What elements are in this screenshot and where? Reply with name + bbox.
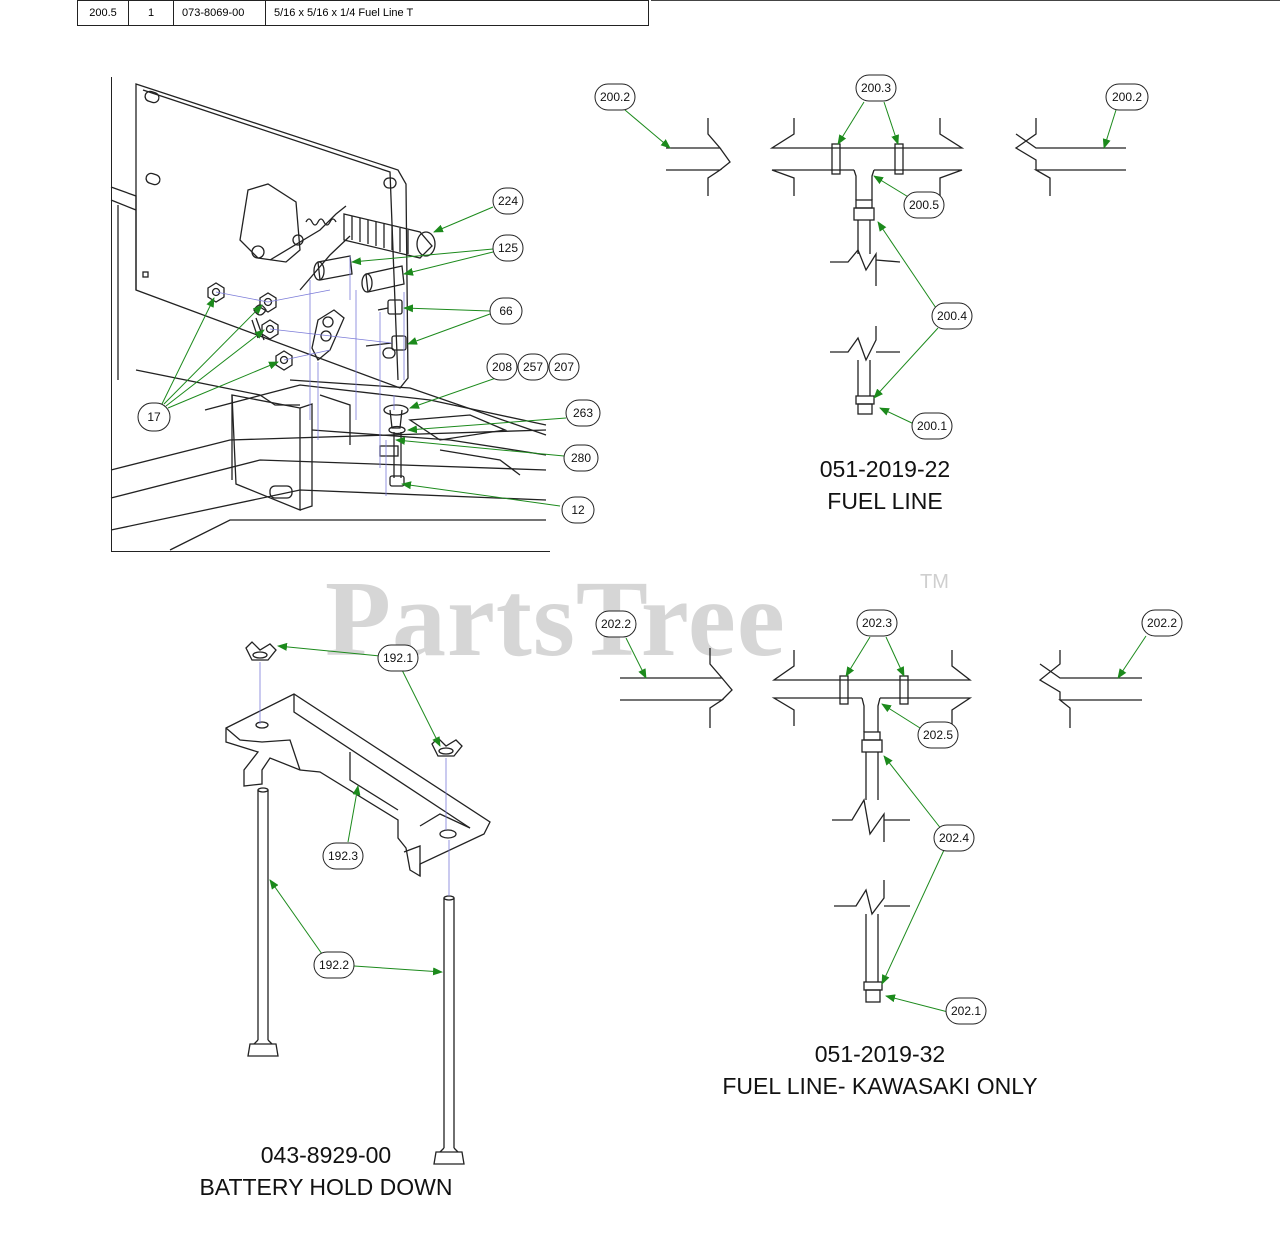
- callout-label: 200.5: [909, 198, 939, 212]
- callout-200-2-left[interactable]: [594, 83, 636, 111]
- parts-table: 200.5 1 073-8069-00 5/16 x 5/16 x 1/4 Fu…: [77, 0, 649, 26]
- callout-202-2-left[interactable]: [595, 610, 637, 638]
- callout-200-1[interactable]: [911, 412, 953, 440]
- callout-202-2-right[interactable]: [1141, 609, 1183, 637]
- callout-200-4[interactable]: [931, 302, 973, 330]
- control-assembly-drawing: [110, 83, 547, 551]
- callout-224[interactable]: [492, 187, 524, 215]
- callout-label: 208: [492, 360, 512, 374]
- callout-label: 280: [571, 451, 591, 465]
- callout-label: 66: [499, 304, 513, 318]
- fuel-line-title: FUEL LINE: [827, 488, 943, 514]
- callout-207[interactable]: [548, 353, 580, 381]
- callout-208[interactable]: [486, 353, 518, 381]
- callout-label: 17: [147, 410, 161, 424]
- fuel-line-part-number: 051-2019-22: [819, 456, 951, 482]
- callout-280[interactable]: [563, 444, 599, 472]
- callout-263[interactable]: [565, 399, 601, 427]
- callout-257[interactable]: [517, 353, 549, 381]
- table-row: 200.5 1 073-8069-00 5/16 x 5/16 x 1/4 Fu…: [77, 0, 649, 26]
- callout-200-5[interactable]: [903, 191, 945, 219]
- callout-labels: 224 125 66 208 257 207 263 280 12 17 200…: [147, 81, 1177, 1018]
- trademark-mark: TM: [920, 571, 949, 593]
- callout-200-2-right[interactable]: [1105, 83, 1149, 111]
- callout-66[interactable]: [489, 297, 523, 325]
- leader-lines: [161, 101, 1147, 1013]
- control-assembly-frame: [111, 77, 550, 552]
- callout-bubbles: [137, 74, 1183, 1025]
- callout-125[interactable]: [492, 234, 524, 262]
- battery-hold-down-title: BATTERY HOLD DOWN: [199, 1174, 453, 1200]
- callout-label: 200.2: [1112, 90, 1142, 104]
- fuel-line-kawasaki-part-number: 051-2019-32: [814, 1041, 946, 1067]
- table-rule: [651, 0, 1280, 1]
- fuel-line-kawasaki-title: FUEL LINE- KAWASAKI ONLY: [722, 1073, 1038, 1099]
- callout-label: 224: [498, 194, 518, 208]
- callout-label: 125: [498, 241, 518, 255]
- qty-cell: 1: [128, 0, 174, 26]
- fuel-line-kawasaki-caption: 051-2019-32 FUEL LINE- KAWASAKI ONLY: [700, 1038, 1060, 1102]
- callout-label: 257: [523, 360, 543, 374]
- callout-202-5[interactable]: [917, 721, 959, 749]
- callout-label: 200.3: [861, 81, 891, 95]
- callout-202-1[interactable]: [945, 997, 987, 1025]
- callout-label: 202.1: [951, 1004, 981, 1018]
- callout-label: 202.2: [1147, 616, 1177, 630]
- callout-label: 200.1: [917, 419, 947, 433]
- callout-192-3[interactable]: [322, 842, 364, 870]
- ref-cell: 200.5: [77, 0, 129, 26]
- battery-hold-down-caption: 043-8929-00 BATTERY HOLD DOWN: [176, 1139, 476, 1203]
- callout-label: 202.2: [601, 617, 631, 631]
- fuel-line-kawasaki-drawing: [620, 648, 1142, 1003]
- callout-label: 200.2: [600, 90, 630, 104]
- callout-label: 202.4: [939, 831, 969, 845]
- callout-label: 202.5: [923, 728, 953, 742]
- callout-label: 192.3: [328, 849, 358, 863]
- callout-200-3[interactable]: [855, 74, 897, 102]
- callout-label: 202.3: [862, 616, 892, 630]
- battery-hold-down-part-number: 043-8929-00: [260, 1142, 392, 1168]
- callout-label: 192.1: [383, 651, 413, 665]
- callout-label: 200.4: [937, 309, 967, 323]
- fuel-line-caption: 051-2019-22 FUEL LINE: [760, 453, 1010, 517]
- fuel-line-drawing: [666, 118, 1126, 415]
- callout-label: 207: [554, 360, 574, 374]
- callout-12[interactable]: [561, 496, 595, 524]
- callout-label: 263: [573, 406, 593, 420]
- callout-192-2[interactable]: [313, 951, 355, 979]
- callout-17[interactable]: [137, 402, 171, 432]
- callout-label: 12: [571, 503, 585, 517]
- callout-label: 192.2: [319, 958, 349, 972]
- callout-202-3[interactable]: [856, 609, 898, 637]
- description-cell: 5/16 x 5/16 x 1/4 Fuel Line T: [265, 0, 649, 26]
- battery-hold-down-drawing: [225, 641, 491, 1165]
- callout-202-4[interactable]: [933, 824, 975, 852]
- battery-phantom-lines: [259, 662, 450, 896]
- callout-192-1[interactable]: [377, 644, 419, 672]
